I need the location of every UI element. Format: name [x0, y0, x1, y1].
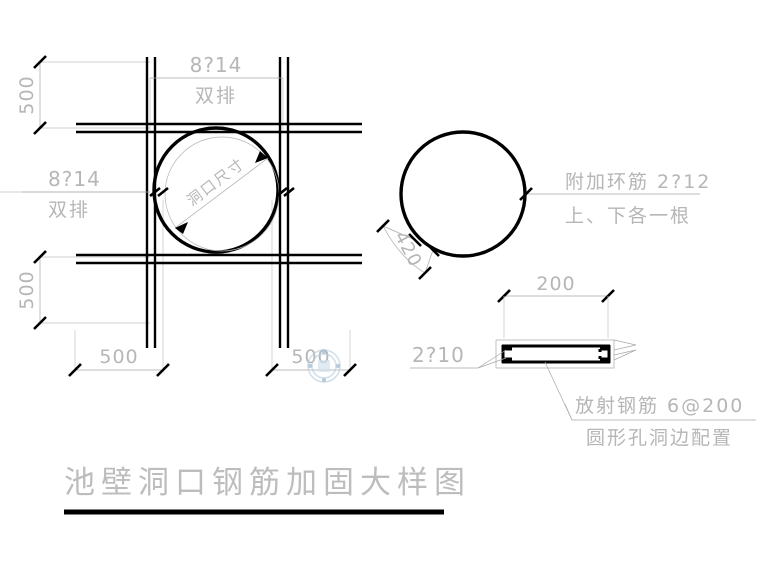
dim-label-upper-left-500: 500	[16, 75, 38, 114]
radial-rebar-callout: 放射钢筋 6@200 圆形孔洞边配置	[544, 361, 756, 449]
dimension-bottom-right-500: 500	[265, 346, 357, 377]
section-note-label: 圆形孔洞边配置	[586, 427, 733, 449]
rebar-horizontal-upper	[76, 122, 362, 134]
section-right-pointer	[613, 339, 637, 361]
rebar-horizontal-lower	[76, 253, 362, 265]
circle-view-group: 附加环筋 2?12 上、下各一根 420	[376, 130, 711, 280]
ring-rebar-note-label: 上、下各一根	[565, 205, 691, 227]
dimension-bottom-left-500: 500	[68, 346, 170, 377]
rebar-grid	[76, 57, 362, 348]
section-rebar	[501, 344, 611, 364]
dimension-lower-left-500: 500	[16, 250, 47, 330]
rebar-intersection-ticks	[149, 186, 295, 198]
watermark-logo	[307, 349, 341, 383]
ring-rebar-callout: 附加环筋 2?12 上、下各一根	[519, 171, 711, 227]
top-rebar-callout: 8?14 双排	[150, 53, 283, 107]
left-rebar-callout: 8?14 双排	[22, 167, 150, 221]
hook-rebar-spec-label: 2?10	[412, 343, 465, 367]
drawing-title-group: 池壁洞口钢筋加固大样图	[64, 465, 471, 515]
ring-rebar-circle	[399, 130, 527, 258]
rebar-vertical-left	[145, 57, 157, 348]
top-rebar-note-label: 双排	[195, 85, 237, 107]
dim-label-section-200: 200	[536, 273, 575, 295]
drawing-title: 池壁洞口钢筋加固大样图	[64, 465, 471, 501]
top-rebar-spec-label: 8?14	[190, 53, 243, 77]
diameter-arrow-start	[175, 222, 188, 234]
dimension-section-200: 200	[497, 273, 615, 338]
opening-dimension-label: 洞口尺寸	[183, 154, 248, 209]
section-concrete-outline	[495, 339, 615, 369]
rebar-vertical-right	[278, 57, 290, 348]
dim-label-lower-left-500: 500	[16, 270, 38, 309]
plan-view-group: 500 500 500 500	[0, 53, 362, 377]
section-view-group: 200	[410, 273, 756, 449]
diameter-arrow-end	[255, 151, 268, 163]
arc-dimension-420: 420	[376, 219, 440, 280]
hook-rebar-callout: 2?10	[410, 343, 507, 369]
radial-rebar-spec-label: 放射钢筋 6@200	[575, 395, 744, 417]
ring-rebar-spec-label: 附加环筋 2?12	[565, 171, 711, 193]
dim-label-bottom-left-500: 500	[99, 346, 138, 368]
arc-dimension-label: 420	[390, 228, 426, 271]
left-rebar-spec-label: 8?14	[48, 167, 101, 191]
dimension-upper-left-500: 500	[16, 55, 47, 135]
left-rebar-note-label: 双排	[48, 199, 90, 221]
opening-diameter-dimension: 洞口尺寸	[174, 151, 269, 234]
